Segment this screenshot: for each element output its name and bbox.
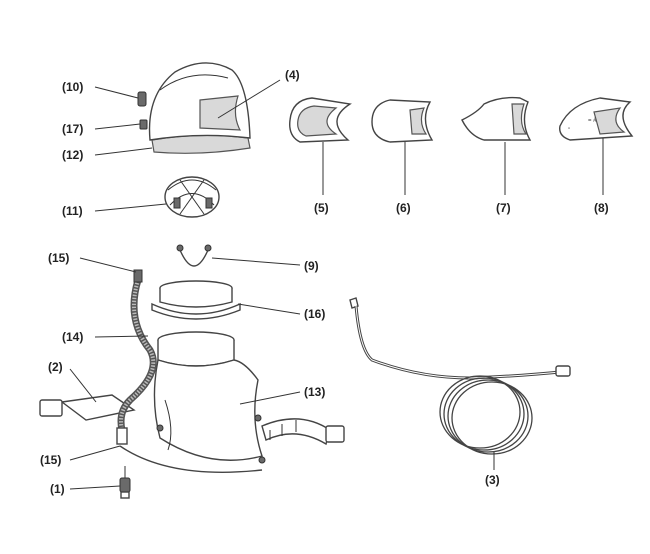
flow-valve xyxy=(119,466,131,499)
chin-strap xyxy=(176,244,212,267)
waist-belt xyxy=(39,394,345,473)
visor-cover-plain xyxy=(371,99,434,143)
label-15-bottom: (15) xyxy=(40,453,61,467)
label-7: (7) xyxy=(496,201,511,215)
label-3: (3) xyxy=(485,473,500,487)
label-17: (17) xyxy=(62,122,83,136)
label-6: (6) xyxy=(396,201,411,215)
label-8: (8) xyxy=(594,201,609,215)
svg-text:▫: ▫ xyxy=(568,126,570,132)
visor-cover-nose xyxy=(461,96,532,141)
air-supply-hose xyxy=(349,297,571,455)
label-4: (4) xyxy=(285,68,300,82)
label-14: (14) xyxy=(62,330,83,344)
label-15-top: (15) xyxy=(48,251,69,265)
visor-frame-marked: ▫ = # xyxy=(559,97,634,141)
label-5: (5) xyxy=(314,201,329,215)
label-12: (12) xyxy=(62,148,83,162)
label-13: (13) xyxy=(304,385,325,399)
label-10: (10) xyxy=(62,80,83,94)
label-11: (11) xyxy=(62,204,83,218)
cape xyxy=(153,331,266,464)
svg-text:= #: = # xyxy=(588,118,597,124)
cape-collar xyxy=(151,280,241,320)
label-2: (2) xyxy=(48,360,63,374)
breathing-tube xyxy=(116,269,157,445)
label-16: (16) xyxy=(304,307,325,321)
helmet-shell xyxy=(137,62,251,141)
label-9: (9) xyxy=(304,259,319,273)
visor-frame xyxy=(289,97,352,143)
head-harness xyxy=(164,176,220,218)
label-1: (1) xyxy=(50,482,65,496)
